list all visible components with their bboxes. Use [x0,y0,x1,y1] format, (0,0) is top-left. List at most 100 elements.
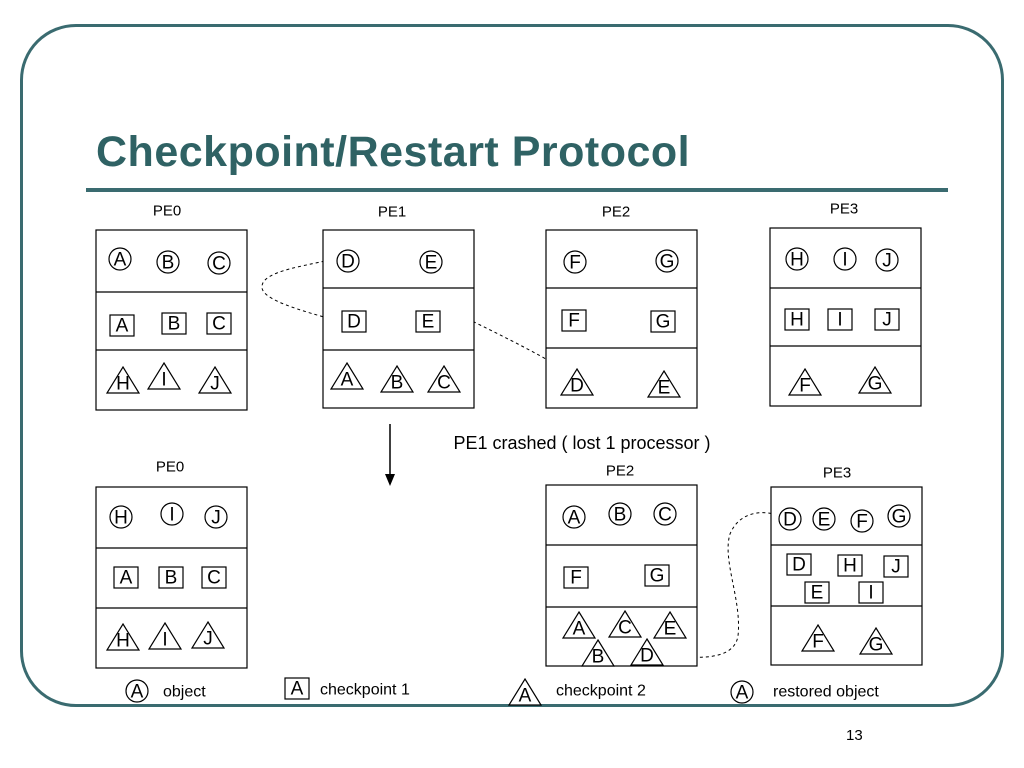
slide-title: Checkpoint/Restart Protocol [96,128,691,176]
checkpoint2-f: F [799,376,811,397]
restored-object-g: G [892,507,907,528]
checkpoint1-a: A [120,568,133,589]
checkpoint1-b-box [158,566,184,589]
checkpoint2-b-triangle [580,638,616,667]
object-a-circle [108,247,132,271]
checkpoint2-d: D [570,376,584,397]
legend-checkpoint2-label: checkpoint 2 [556,683,646,700]
object-a-circle [562,505,586,529]
checkpoint2-a-triangle [329,361,365,390]
legend-object-label: object [163,684,206,701]
checkpoint2-h-triangle [105,622,141,651]
checkpoint1-j: J [891,557,901,578]
checkpoint1-e-box [804,581,830,604]
checkpoint1-g: G [656,312,671,333]
object-e-circle [419,250,443,274]
checkpoint2-a: A [573,619,586,640]
checkpoint2-h: H [116,374,130,395]
checkpoint2-i-triangle [147,621,183,650]
checkpoint1-d-box [341,310,367,333]
checkpoint1-b: B [168,314,181,335]
checkpoint1-b-box [161,312,187,335]
checkpoint1-h: H [843,556,857,577]
object-b-circle [156,250,180,274]
title-underline [86,188,948,192]
checkpoint2-g-triangle [858,626,894,655]
checkpoint2-d-restore-link [657,512,781,658]
checkpoint1-c: C [212,314,226,335]
checkpoint2-h: H [116,631,130,652]
legend-checkpoint1-symbol: A [291,679,304,700]
pe-pe1-before-label: PE1 [378,204,406,221]
checkpoint2-g: G [869,635,884,656]
legend-checkpoint2-symbol: A [519,686,532,707]
checkpoint2-c: C [437,373,451,394]
object-g-circle [655,249,679,273]
checkpoint2-i: I [162,630,167,651]
checkpoint2-a-triangle [561,610,597,639]
checkpoint2-i-triangle [146,361,182,390]
object-e: E [425,253,438,274]
object-h-circle [109,505,133,529]
legend-object-symbol-circle [125,679,149,703]
checkpoint2-e: E [664,619,677,640]
object-i: I [169,505,174,526]
checkpoint1-h-box [784,308,810,331]
checkpoint1-g-box [650,310,676,333]
checkpoint2-b-triangle [379,364,415,393]
legend-restored-symbol: A [736,683,749,704]
checkpoint2-h-triangle [105,365,141,394]
pe-pe3-before-label: PE3 [830,201,858,218]
checkpoint2-b: B [391,373,404,394]
legend-checkpoint1-label: checkpoint 1 [320,682,410,699]
restored-object-e: E [818,510,831,531]
checkpoint1-i-box [827,308,853,331]
checkpoint1-h-box [837,554,863,577]
legend-restored-label: restored object [773,684,879,701]
checkpoint2-g-triangle [857,365,893,394]
object-b-circle [608,502,632,526]
checkpoint1-c-box [206,312,232,335]
checkpoint2-e: E [658,378,671,399]
pe-pe0-after-label: PE0 [156,459,184,476]
restored-object-f: F [856,512,868,533]
page-number: 13 [846,727,863,744]
checkpoint1-i: I [837,310,842,331]
checkpoint2-g: G [868,374,883,395]
object-f-circle [563,250,587,274]
checkpoint1-c-box [201,566,227,589]
checkpoint2-f-triangle [800,623,836,652]
object-j: J [882,251,892,272]
checkpoint1-d-box [786,553,812,576]
checkpoint1-e: E [422,312,435,333]
object-c-circle [207,251,231,275]
checkpoint2-c: C [618,618,632,639]
checkpoint1-f: F [568,311,580,332]
object-d-circle [336,249,360,273]
checkpoint1-i: I [868,583,873,604]
checkpoint1-e: E [811,583,824,604]
checkpoint1-a-box [109,314,135,337]
checkpoint1-j-box [874,308,900,331]
restored-object-f-circle [850,509,874,533]
object-c-circle [653,502,677,526]
object-d: D [341,252,355,273]
checkpoint1-j-box [883,555,909,578]
object-c: C [658,505,672,526]
object-b: B [162,253,175,274]
checkpoint2-i: I [161,370,166,391]
checkpoint1-e-box [415,310,441,333]
checkpoint2-j: J [203,629,213,650]
checkpoint1-d: D [347,312,361,333]
checkpoint1-a-box [113,566,139,589]
checkpoint2-e-triangle [652,610,688,639]
pe-pe0-before-label: PE0 [153,203,181,220]
legend-restored-symbol-circle [730,680,754,704]
object-a: A [114,250,127,271]
checkpoint2-d-triangle [559,367,595,396]
checkpoint2-f: F [812,632,824,653]
checkpoint2-c-triangle [607,609,643,638]
object-a: A [568,508,581,529]
object-b: B [614,505,627,526]
transition-arrow-head [385,474,395,486]
